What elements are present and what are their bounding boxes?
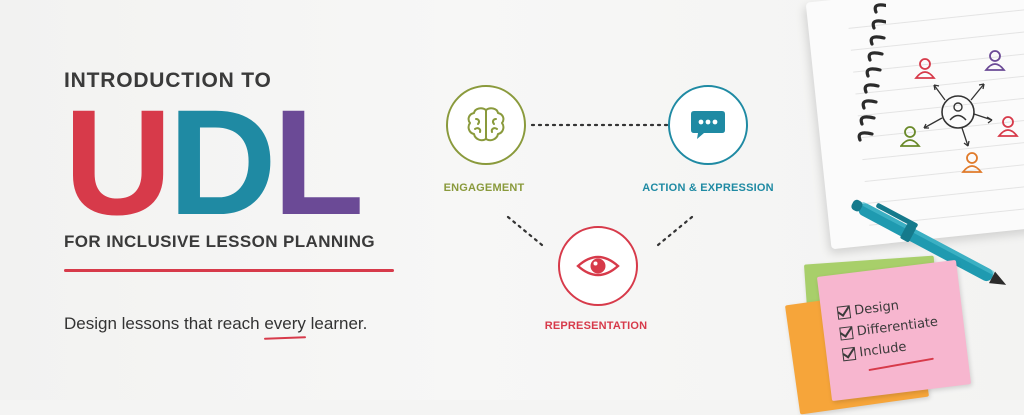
hero-kicker: INTRODUCTION TO — [64, 69, 272, 92]
brain-icon — [467, 107, 505, 142]
acronym-letter-d: D — [168, 78, 276, 246]
tagline-before: Design lessons that reach — [64, 314, 265, 333]
hero-tagline: Design lessons that reach every learner. — [64, 314, 404, 334]
tagline-after: learner. — [305, 314, 368, 333]
title-underline — [64, 269, 394, 272]
notebook-lines — [848, 8, 1024, 226]
action-expression-label: ACTION & EXPRESSION — [642, 182, 774, 194]
connector-left — [506, 215, 544, 247]
people-network-sketch — [900, 50, 1019, 173]
teal-pen — [851, 199, 1007, 285]
hero-acronym: U D L — [64, 78, 404, 246]
hero-title-block: INTRODUCTION TO U D L FOR INCLUSIVE LESS… — [64, 68, 404, 333]
connector-right — [656, 215, 694, 247]
hero-subtitle: FOR INCLUSIVE LESSON PLANNING — [64, 232, 376, 251]
engagement-node — [446, 85, 526, 165]
sticky-note-pink: Design Differentiate Include — [816, 259, 972, 402]
connector-top — [530, 123, 670, 127]
engagement-label: ENGAGEMENT — [443, 182, 525, 194]
acronym-letter-l: L — [272, 78, 365, 246]
sticky-note-stack: Design Differentiate Include — [780, 240, 980, 415]
action-expression-node — [668, 85, 748, 165]
notebook — [805, 0, 1024, 250]
checkbox-checked-icon — [841, 346, 857, 362]
representation-label: REPRESENTATION — [544, 320, 648, 332]
representation-node — [558, 226, 638, 306]
eye-icon — [576, 255, 620, 277]
sticky-checklist: Design Differentiate Include — [836, 291, 942, 366]
speech-bubble-icon — [691, 111, 725, 139]
tagline-emphasis: every — [264, 314, 306, 333]
notebook-spiral — [857, 3, 886, 142]
checkbox-checked-icon — [839, 326, 854, 341]
acronym-letter-u: U — [64, 78, 172, 246]
checkbox-checked-icon — [836, 305, 852, 320]
checklist-item-include: Include — [858, 339, 908, 361]
